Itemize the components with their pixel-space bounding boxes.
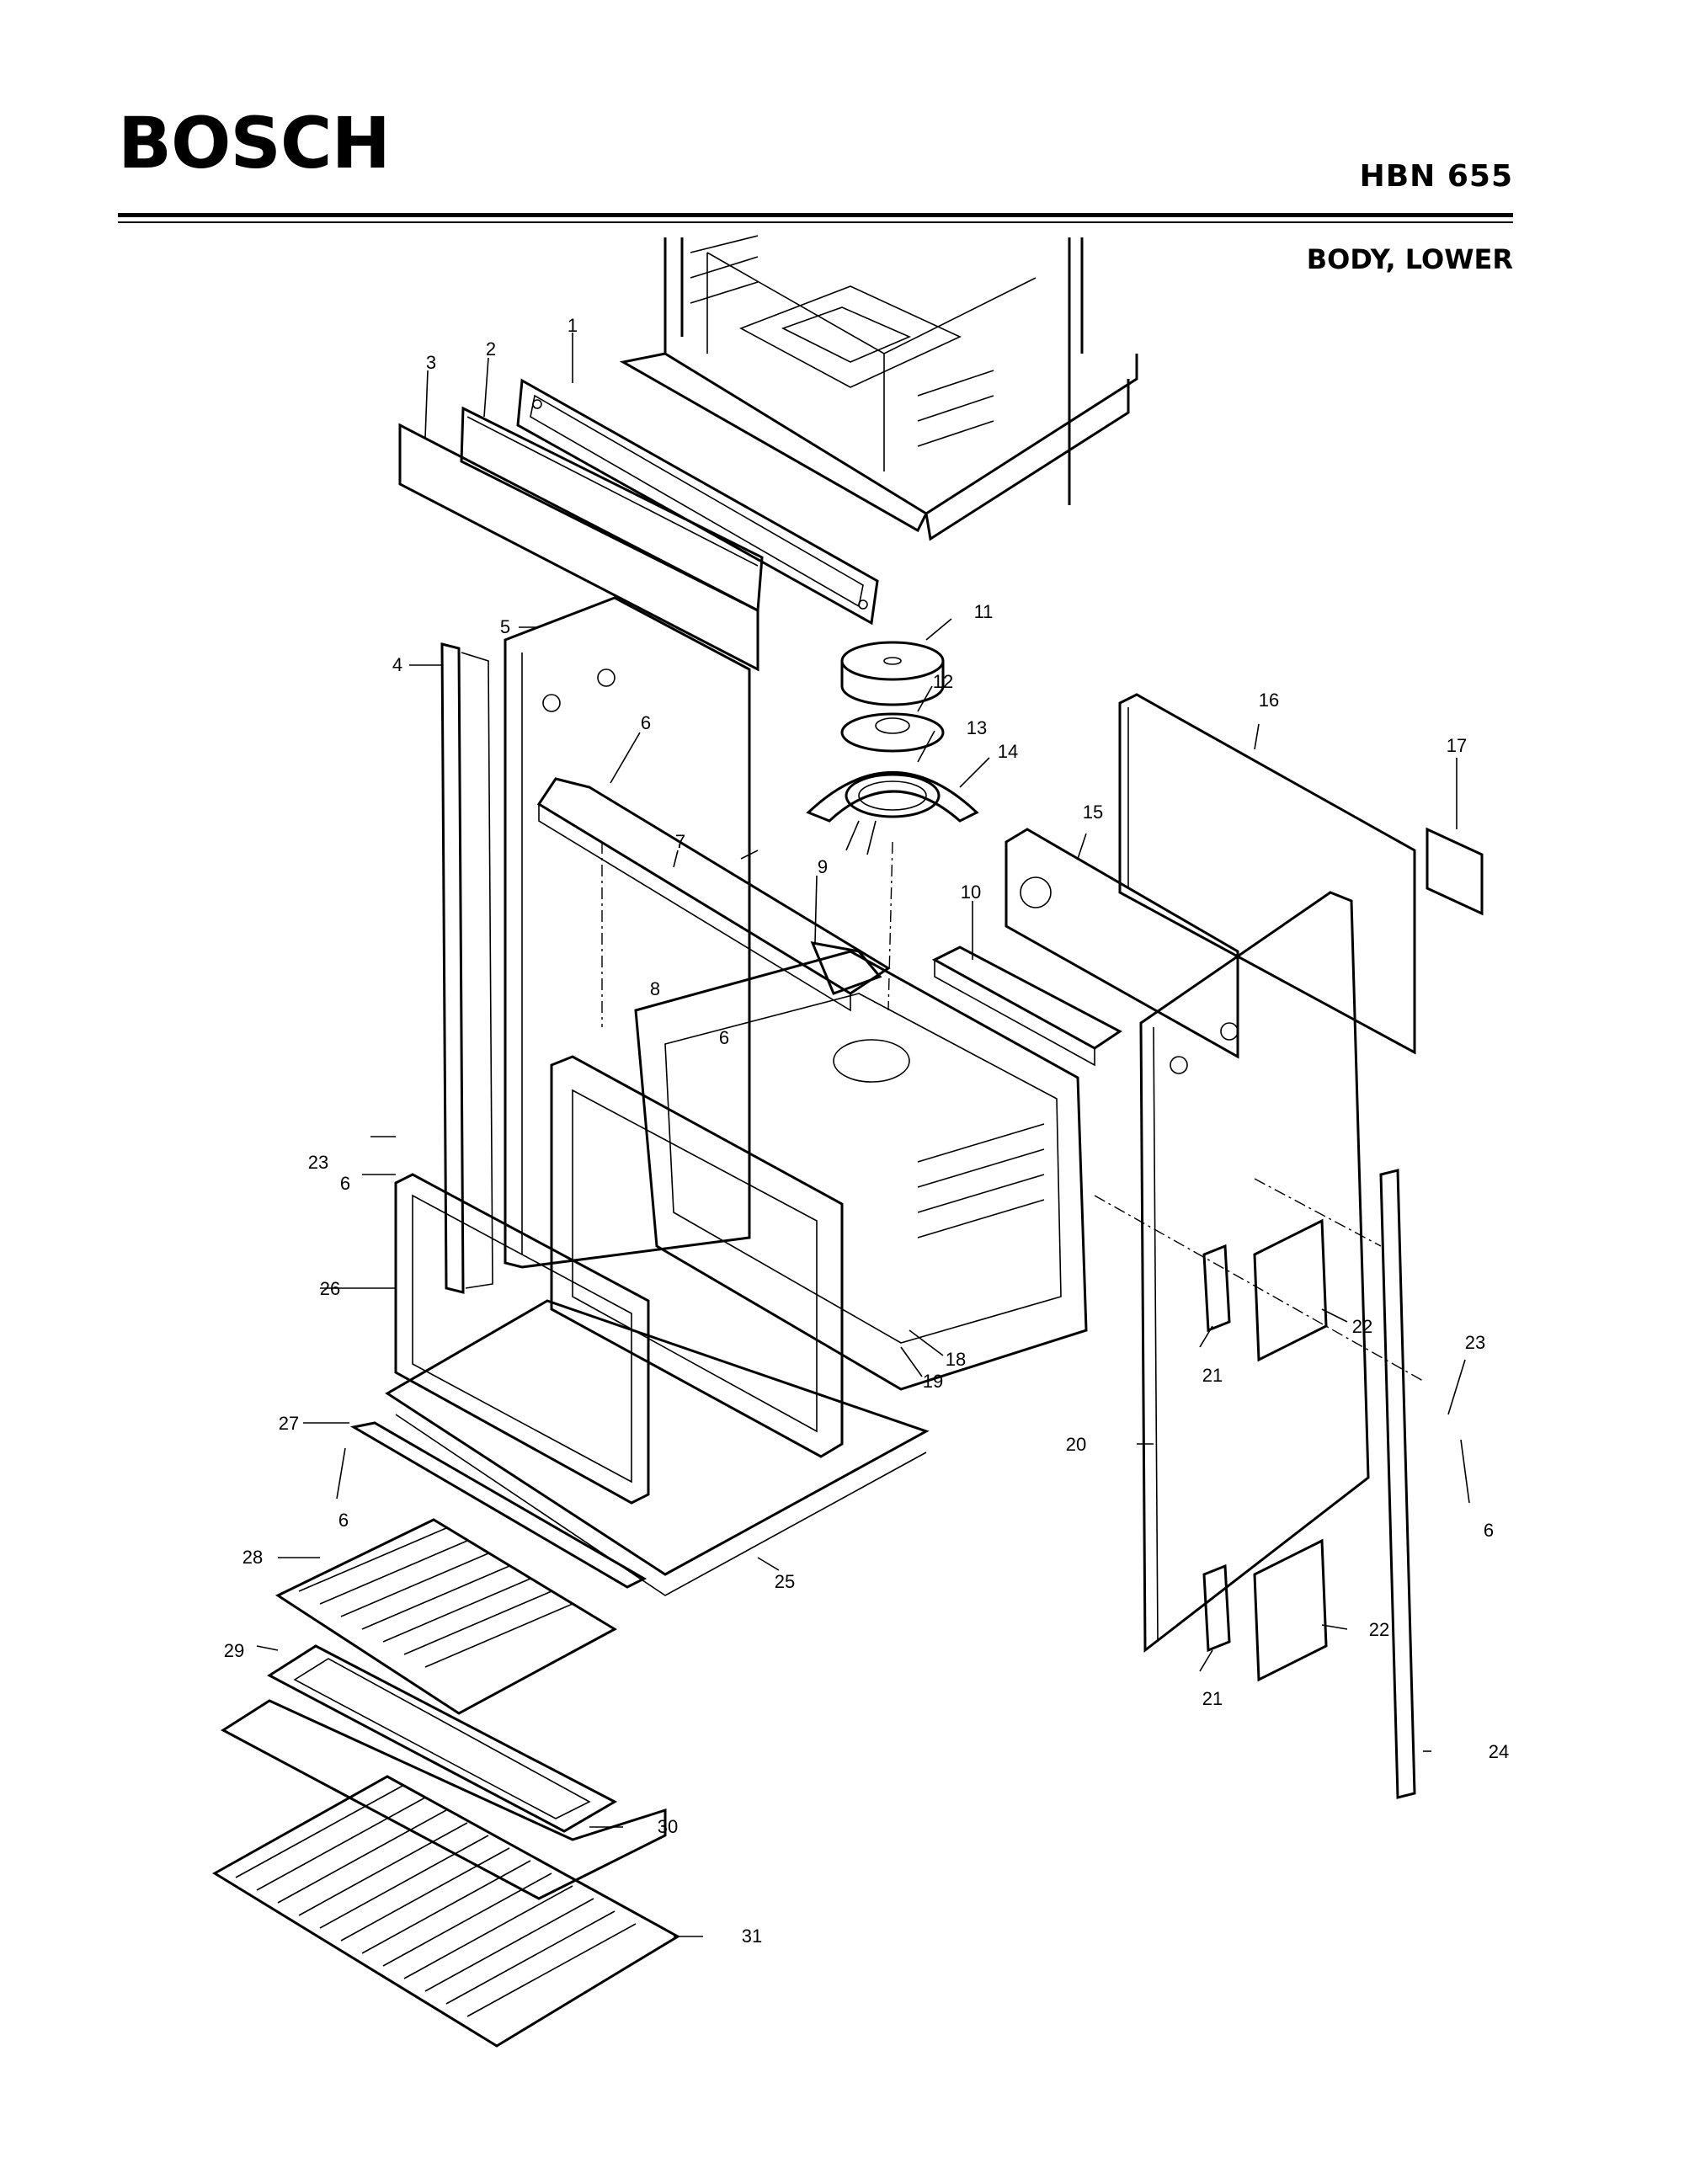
callout-11: 11	[974, 601, 994, 622]
part-25-bottom-tray	[385, 1299, 930, 1596]
callout-labels: 1 2 3 4 5 6 7 8 9 10 11 12 13 14 15 16 1…	[224, 315, 1509, 1947]
part-28-wire-rack	[274, 1518, 618, 1715]
callout-8: 8	[650, 978, 660, 999]
callout-22: 22	[1352, 1316, 1372, 1337]
door-frame	[550, 1055, 844, 1458]
part-2-trim-strip	[460, 406, 764, 613]
callout-5: 5	[500, 616, 510, 637]
callout-18: 18	[946, 1349, 966, 1370]
callout-6c: 6	[719, 1027, 729, 1048]
fan-assembly	[806, 641, 979, 855]
callout-2: 2	[486, 338, 496, 360]
callout-21b: 21	[1202, 1688, 1223, 1709]
callout-16: 16	[1259, 690, 1279, 711]
callout-29: 29	[224, 1640, 244, 1661]
callout-21: 21	[1202, 1365, 1223, 1386]
callout-24: 24	[1489, 1741, 1509, 1762]
callout-1: 1	[568, 315, 578, 336]
section-title: BODY, LOWER	[1306, 243, 1513, 275]
header-rule-thick	[118, 213, 1513, 217]
callout-12: 12	[933, 671, 953, 692]
callout-22b: 22	[1369, 1619, 1389, 1640]
callout-13: 13	[967, 717, 987, 738]
part-29-tray	[267, 1644, 618, 1833]
part-17-cover-plate	[1426, 827, 1484, 916]
part-3-panel	[398, 423, 759, 672]
callout-14: 14	[998, 741, 1018, 762]
callout-6b: 6	[1484, 1520, 1494, 1541]
part-4-side-rail	[440, 642, 493, 1294]
callout-15: 15	[1083, 802, 1103, 823]
part-20-side-panel-right	[1139, 891, 1370, 1654]
callout-25: 25	[775, 1571, 795, 1592]
callout-10: 10	[961, 882, 981, 903]
brand-logo: BOSCH	[118, 102, 391, 184]
part-30-rack-guide	[221, 1699, 667, 1900]
header-rule-thin	[118, 221, 1513, 223]
callout-9: 9	[818, 856, 828, 877]
callout-19: 19	[923, 1371, 943, 1392]
part-10-insulation	[931, 946, 1122, 1067]
callout-30: 30	[658, 1816, 678, 1837]
upper-cavity	[619, 235, 1138, 541]
leader-lines	[256, 333, 1470, 1937]
callout-20: 20	[1066, 1434, 1086, 1455]
callout-3: 3	[426, 352, 436, 373]
alignment-lines	[601, 841, 1424, 1382]
callout-27: 27	[279, 1413, 299, 1434]
callout-4: 4	[392, 654, 402, 675]
main-cavity	[634, 950, 1088, 1391]
part-1-front-rail	[516, 378, 879, 626]
callout-7: 7	[675, 831, 685, 852]
callout-23b: 23	[308, 1152, 328, 1173]
part-16-back-panel	[1118, 693, 1416, 1055]
part-31-oven-rack	[212, 1775, 680, 2048]
callout-23: 23	[1465, 1332, 1485, 1353]
callout-6: 6	[641, 712, 651, 733]
part-21-22-hinges	[1202, 1218, 1328, 1682]
part-26-seal-frame	[394, 1173, 650, 1505]
callout-31: 31	[742, 1926, 762, 1947]
part-15-rear-panel	[1005, 828, 1239, 1059]
part-24-vertical-strip	[1379, 1169, 1416, 1799]
part-27-front-rail	[349, 1421, 647, 1589]
part-9-bracket	[810, 941, 882, 995]
callout-6d: 6	[340, 1173, 350, 1194]
model-number: HBN 655	[1359, 159, 1513, 194]
callout-6e: 6	[338, 1510, 349, 1531]
callout-26: 26	[320, 1278, 340, 1299]
part-5-side-panel-left	[504, 596, 751, 1269]
callout-28: 28	[242, 1547, 263, 1568]
callout-17: 17	[1447, 735, 1467, 756]
